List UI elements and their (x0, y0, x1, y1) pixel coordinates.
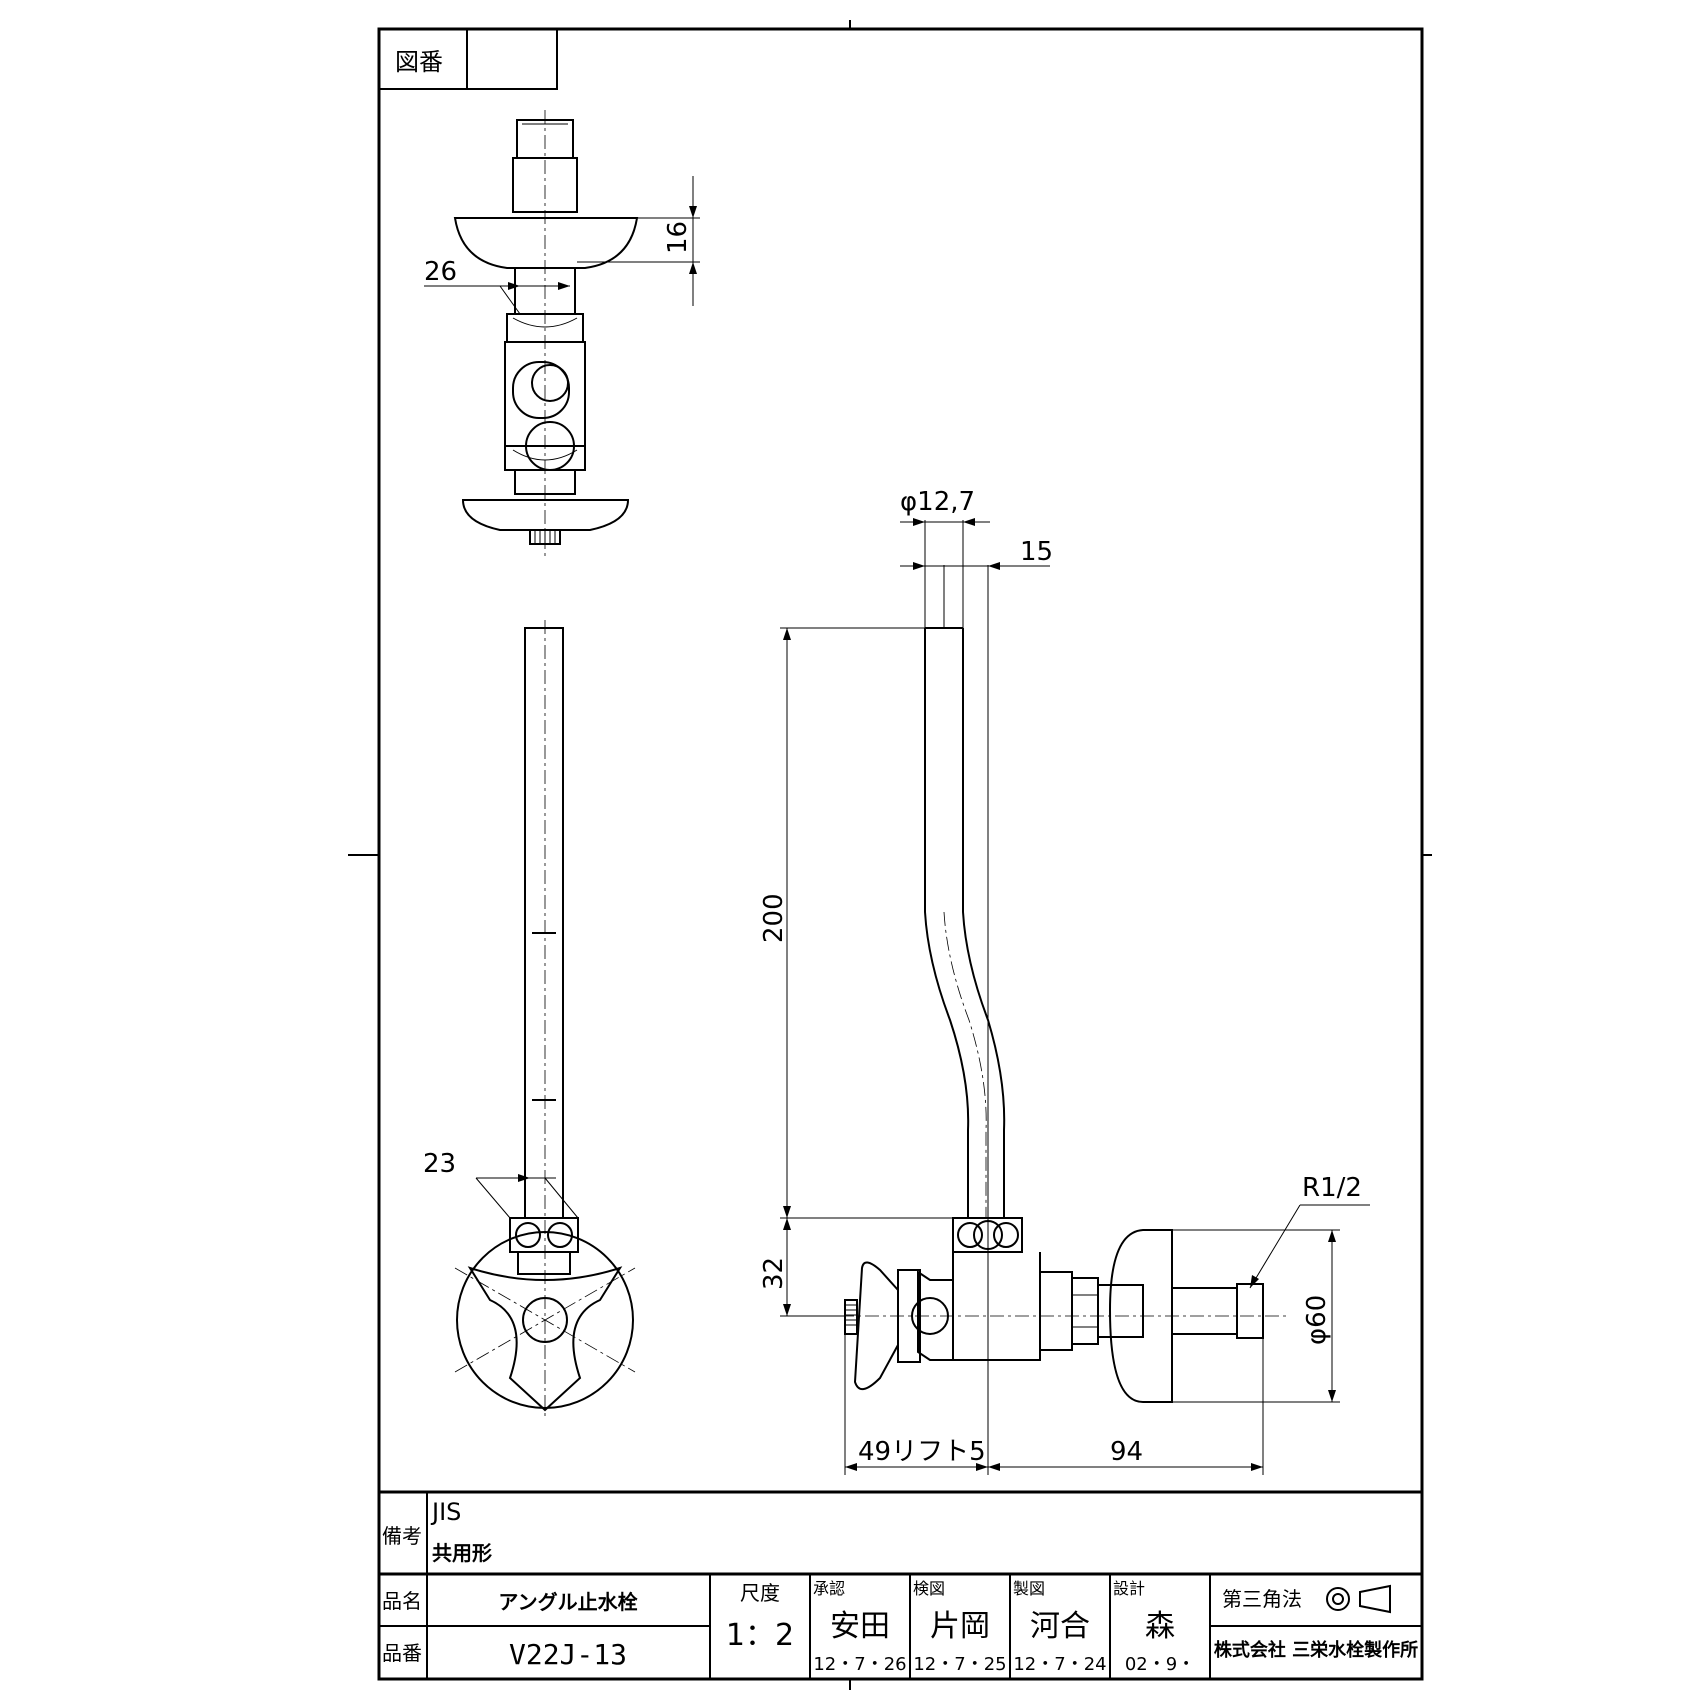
approval-name: 安田 (830, 1609, 890, 1644)
front-view: 23 (423, 620, 636, 1420)
remarks-line2: 共用形 (432, 1541, 492, 1565)
dim-pipe-length: 200 (759, 893, 789, 943)
approval-date: 12・7・26 (813, 1654, 906, 1675)
side-view: φ12,7 15 200 32 R1/2 φ60 (759, 487, 1370, 1475)
dim-top-width: 26 (424, 257, 457, 287)
design-label: 設計 (1113, 1579, 1145, 1598)
dim-flange-diameter: φ60 (1302, 1295, 1332, 1345)
scale-label: 尺度 (740, 1581, 780, 1605)
product-name: アングル止水栓 (498, 1590, 637, 1614)
draft-name: 河合 (1030, 1609, 1090, 1644)
scale-value: 1：2 (726, 1618, 794, 1653)
check-name: 片岡 (930, 1609, 990, 1644)
product-number-label: 品番 (382, 1641, 422, 1665)
product-number: V22J-13 (509, 1638, 627, 1671)
design-date: 02・9・ (1125, 1654, 1195, 1675)
third-angle-projection-icon (1326, 1584, 1391, 1614)
dim-pipe-offset: 15 (1020, 537, 1053, 567)
title-block: 備考 JIS 共用形 品名 アングル止水栓 品番 V22J-13 尺度 1：2 … (379, 1490, 1422, 1679)
draft-date: 12・7・24 (1013, 1654, 1106, 1675)
remarks-line1: JIS (430, 1498, 461, 1526)
dim-pipe-diameter: φ12,7 (900, 487, 975, 517)
approval-label: 承認 (813, 1579, 845, 1598)
drawing-number-label: 図番 (395, 48, 443, 76)
dim-valve-height: 32 (759, 1257, 789, 1290)
dim-body-length: 94 (1110, 1437, 1143, 1467)
dim-top-height: 16 (663, 221, 693, 254)
check-label: 検図 (913, 1579, 945, 1598)
product-name-label: 品名 (382, 1589, 422, 1613)
drawing-number-box: 図番 (378, 28, 558, 90)
top-view: 16 26 (424, 110, 700, 560)
company-name: 株式会社 三栄水栓製作所 (1214, 1639, 1418, 1661)
dim-front-width: 23 (423, 1149, 456, 1179)
check-date: 12・7・25 (913, 1654, 1006, 1675)
dim-handle-lift: 49リフト5 (858, 1437, 986, 1467)
remarks-label: 備考 (382, 1524, 422, 1548)
drawing-border (377, 27, 1424, 1681)
draft-label: 製図 (1013, 1579, 1045, 1598)
dim-thread: R1/2 (1302, 1173, 1362, 1203)
design-name: 森 (1145, 1609, 1175, 1644)
projection-label: 第三角法 (1222, 1587, 1302, 1611)
